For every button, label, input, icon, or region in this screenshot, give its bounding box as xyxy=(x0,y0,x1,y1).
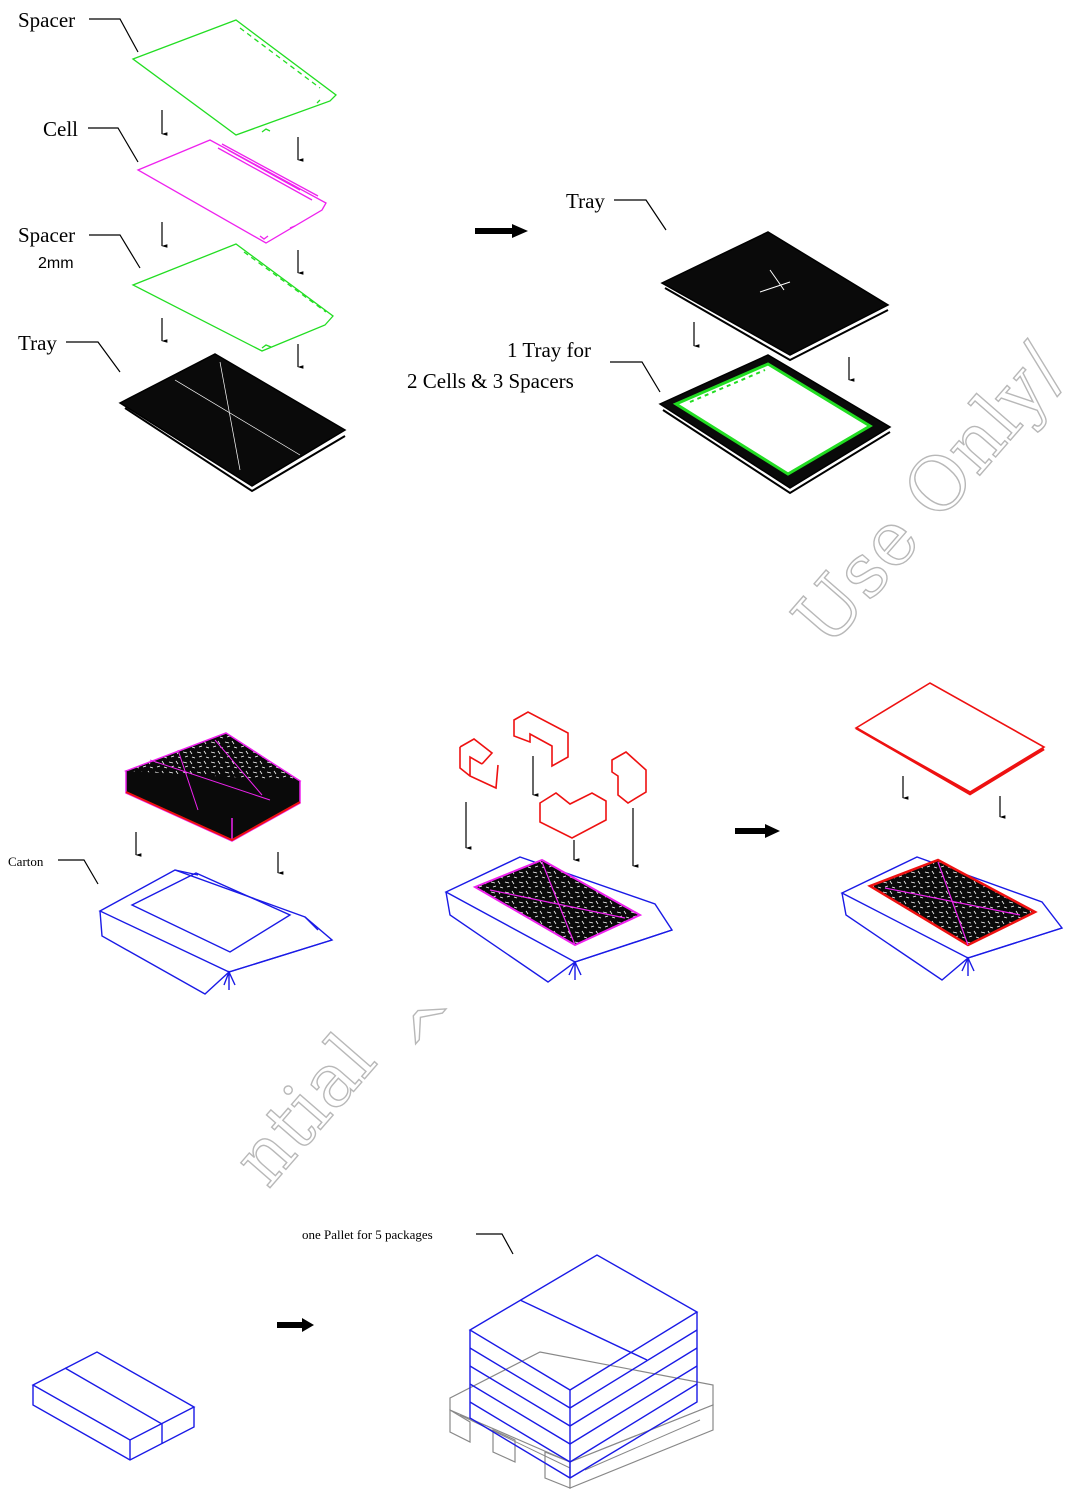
label-spacer-mid: Spacer xyxy=(18,223,75,247)
watermark-right: Use Only/ xyxy=(777,329,1068,662)
carton-loaded xyxy=(446,857,672,982)
pallet xyxy=(450,1352,713,1488)
label-pallet: one Pallet for 5 packages xyxy=(302,1227,433,1242)
process-arrow-2 xyxy=(735,824,780,838)
corner-pad-arrows xyxy=(466,756,633,866)
leader-cell xyxy=(88,128,138,162)
label-spacer-top: Spacer xyxy=(18,8,75,32)
leader-spacer-top xyxy=(89,19,138,52)
carton-empty xyxy=(100,870,332,994)
leader-tray-for xyxy=(610,362,660,392)
process-arrow-1 xyxy=(475,224,528,238)
tray-left xyxy=(120,354,345,491)
tray-right-loaded xyxy=(660,355,890,493)
label-carton: Carton xyxy=(8,854,44,869)
label-tray-right: Tray xyxy=(566,189,605,213)
leader-pallet xyxy=(476,1234,513,1254)
label-cell: Cell xyxy=(43,117,78,141)
leader-tray-left xyxy=(66,342,120,372)
top-cover-sheet xyxy=(856,683,1044,794)
carton-covered xyxy=(842,857,1062,980)
watermark-fragment: ^ xyxy=(385,981,491,1084)
spacer-top-sheet xyxy=(133,20,336,135)
tray-right-top xyxy=(662,232,888,360)
process-arrow-3 xyxy=(277,1318,314,1332)
tray-block xyxy=(126,733,300,841)
tray-block-arrows xyxy=(136,832,278,873)
watermark-left: ntial xyxy=(217,1018,393,1202)
label-spacer-thickness: 2mm xyxy=(38,255,74,272)
spacer-2mm-sheet xyxy=(133,244,333,351)
leader-spacer-mid xyxy=(89,235,140,268)
corner-pads xyxy=(460,712,646,838)
leader-tray-right xyxy=(614,200,666,230)
label-tray-left: Tray xyxy=(18,331,57,355)
leader-carton xyxy=(58,860,98,884)
sealed-carton xyxy=(33,1352,194,1460)
label-tray-for-line2: 2 Cells & 3 Spacers xyxy=(407,369,574,393)
label-tray-for-line1: 1 Tray for xyxy=(507,338,591,362)
